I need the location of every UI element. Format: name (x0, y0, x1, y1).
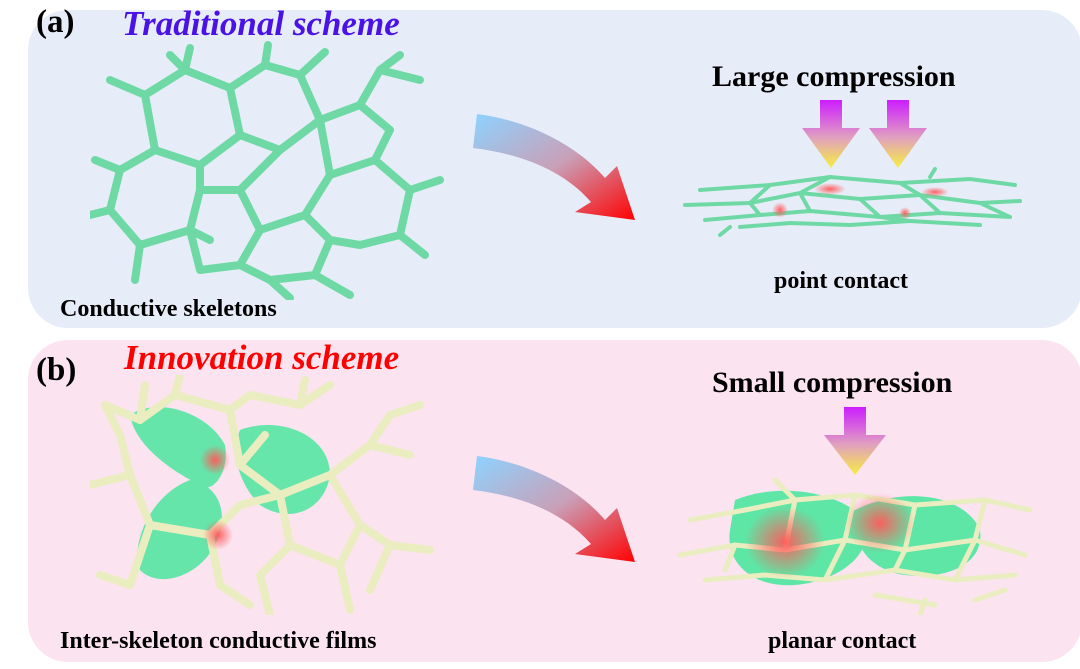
compression-arrow-right (869, 100, 927, 168)
planar-contact-2 (845, 493, 915, 553)
conductive-film-1 (130, 406, 226, 488)
small-compression-label: Small compression (712, 366, 953, 399)
panel-a-label: (a) (36, 4, 75, 40)
conductive-skeleton-network-icon (90, 41, 444, 300)
point-contact-2 (772, 202, 788, 218)
compression-arrow-icon (824, 407, 886, 475)
planar-contact-structure-icon (677, 477, 1033, 615)
compression-arrows-icon (802, 100, 927, 168)
conductive-skeletons-caption: Conductive skeletons (60, 296, 277, 322)
transition-arrow-icon (473, 456, 635, 562)
inter-skeleton-films-caption: Inter-skeleton conductive films (60, 628, 377, 654)
contact-glow-1 (200, 445, 230, 475)
panel-b-label: (b) (36, 352, 77, 388)
large-compression-label: Large compression (712, 60, 956, 93)
compressed-skeleton-icon (683, 167, 1022, 237)
planar-contact-1 (745, 506, 825, 578)
point-contact-4 (899, 207, 911, 219)
compression-arrow-left (802, 100, 860, 168)
planar-contact-caption: planar contact (768, 628, 917, 654)
transition-arrow-icon (473, 114, 635, 220)
contact-glow-2 (203, 520, 233, 550)
point-contact-3 (921, 187, 949, 197)
inter-skeleton-films-icon (90, 375, 434, 615)
point-contact-caption: point contact (774, 268, 908, 294)
traditional-scheme-title: Traditional scheme (122, 4, 400, 43)
innovation-scheme-title: Innovation scheme (124, 338, 400, 377)
point-contact-1 (814, 183, 846, 195)
